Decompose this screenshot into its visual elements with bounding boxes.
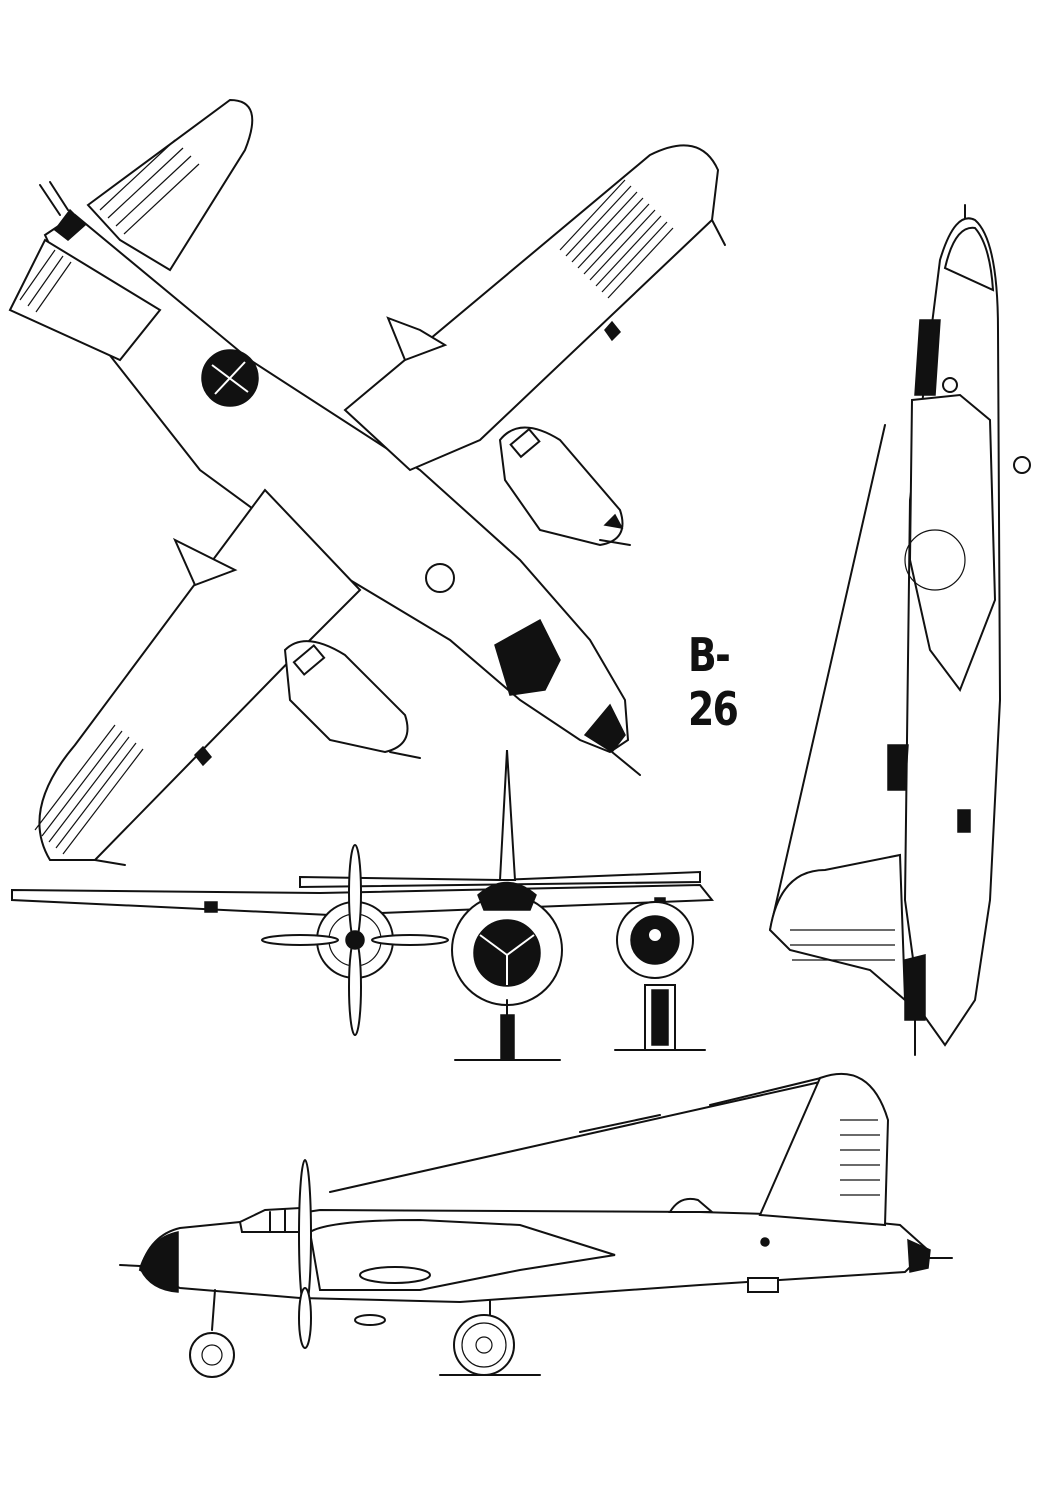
side-nose-wheel	[189, 1332, 235, 1378]
front-propeller-left	[348, 844, 362, 942]
front-wing	[11, 883, 715, 917]
side-nose-cone	[139, 1231, 179, 1293]
front-fin	[498, 749, 517, 881]
drawing-title: B-26	[688, 628, 739, 736]
plan-nacelle-left	[283, 640, 409, 754]
side-plan-view	[768, 204, 1031, 1056]
plan-wing-left	[38, 488, 362, 861]
plan-wing-right	[343, 144, 720, 472]
side-main-wheel	[453, 1314, 515, 1376]
plan-stabilizer	[8, 238, 162, 362]
plan-canopy	[494, 618, 561, 696]
plan-nose-cone	[583, 703, 626, 753]
side-fin	[758, 1072, 890, 1227]
plan-view	[8, 98, 726, 866]
side-view	[119, 1072, 953, 1378]
front-view	[11, 749, 715, 1061]
plan-nacelle-right	[498, 426, 624, 547]
